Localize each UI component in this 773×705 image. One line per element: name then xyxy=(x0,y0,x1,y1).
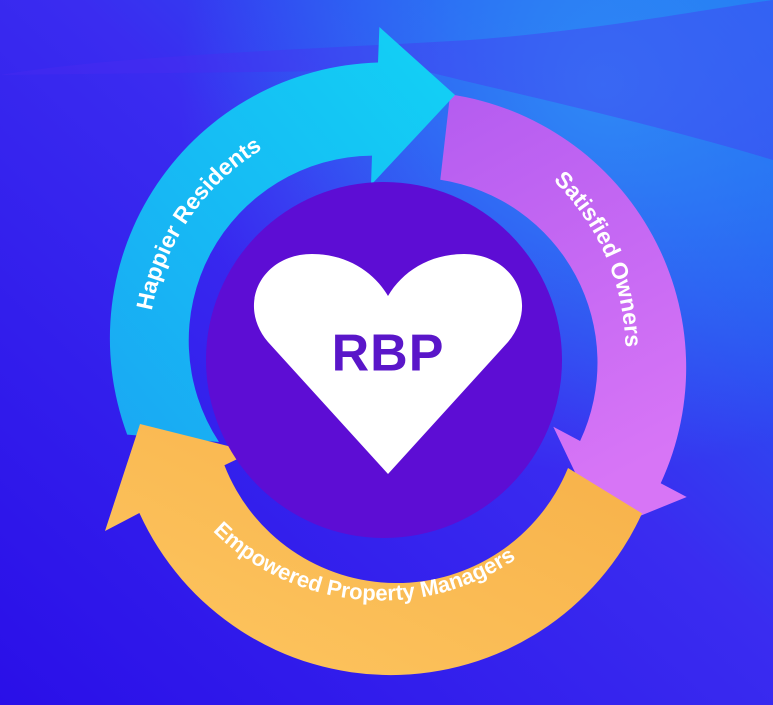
happier-residents-arrow xyxy=(109,27,455,442)
heart-icon xyxy=(253,254,523,474)
background-swoosh xyxy=(0,0,773,160)
satisfied-owners-arrow xyxy=(440,94,687,532)
empowered-managers-arrow xyxy=(105,424,642,676)
center-label: RBP xyxy=(332,325,445,383)
